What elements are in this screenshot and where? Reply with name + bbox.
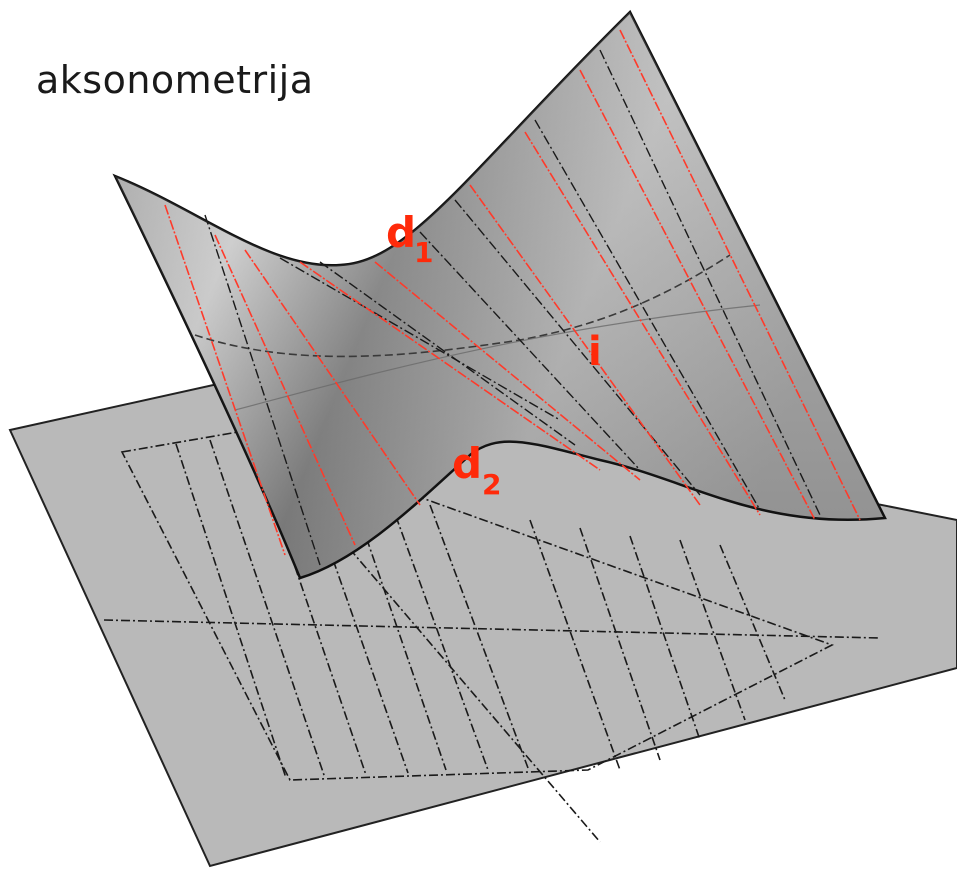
red-rulings [164, 29, 861, 556]
svg-text:2: 2 [482, 468, 501, 501]
ground-plane [8, 376, 957, 868]
black-rulings [204, 49, 821, 566]
svg-text:d: d [452, 439, 482, 488]
svg-text:d: d [386, 208, 416, 257]
intersection-curve-i [194, 254, 731, 358]
svg-text:i: i [588, 329, 602, 375]
label-d2: d 2 [452, 439, 501, 501]
svg-text:1: 1 [414, 236, 433, 269]
label-i: i [588, 329, 602, 375]
label-d1: d 1 [386, 208, 433, 269]
diagram-title: aksonometrija [36, 58, 314, 102]
